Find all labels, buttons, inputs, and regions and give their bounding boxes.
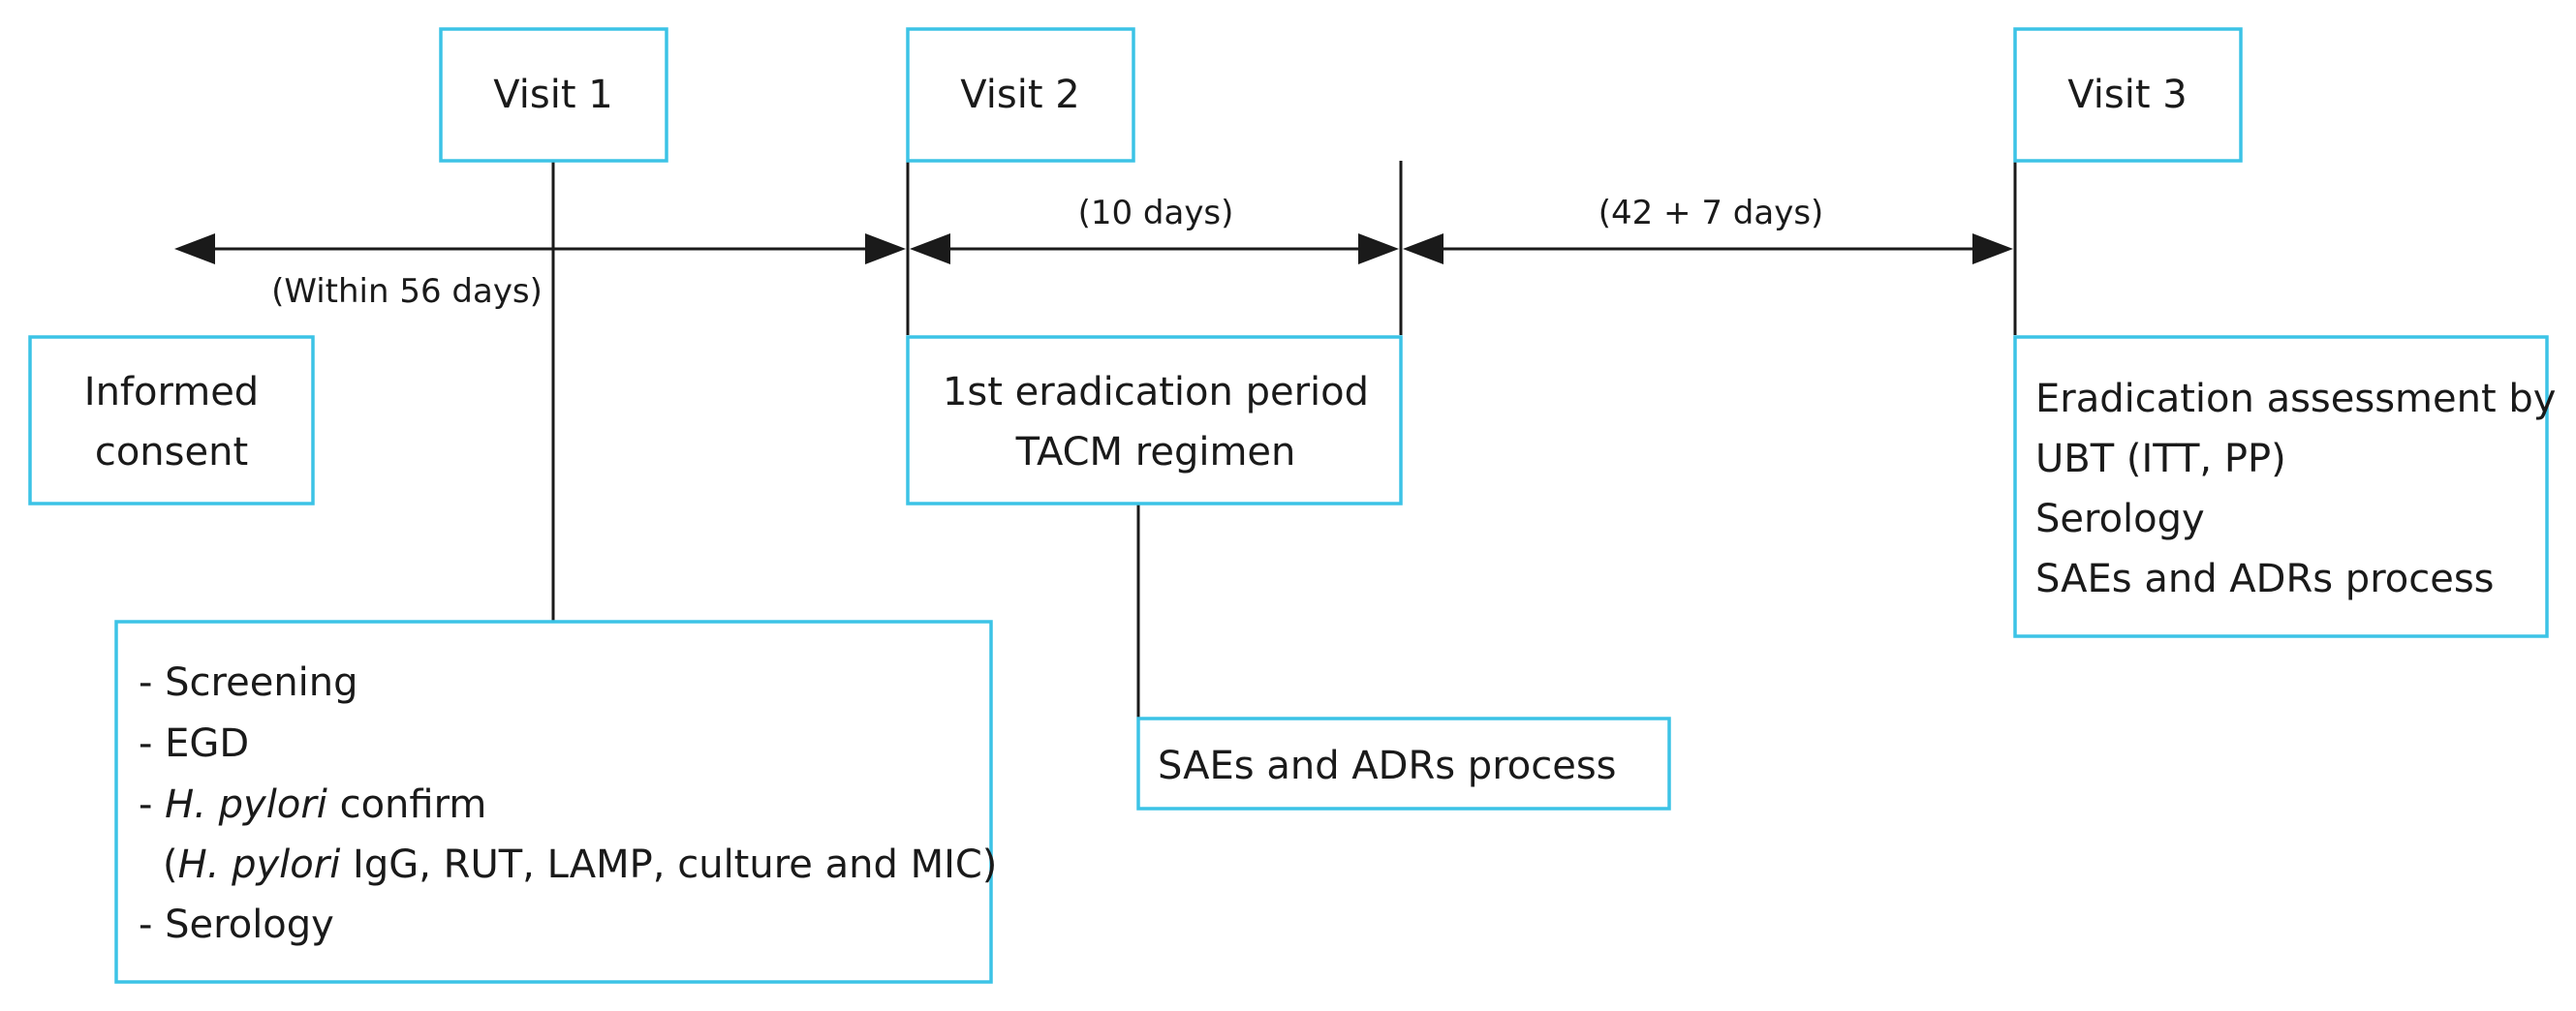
eradication-period-line-2: TACM regimen [1015,430,1296,475]
screening-box: - Screening - EGD - H. pylori confirm (H… [114,620,997,984]
assessment-box: Eradication assessment by UBT (ITT, PP) … [2013,335,2556,638]
assessment-line-4: SAEs and ADRs process [2035,557,2495,601]
arrow-right-head [1972,233,2013,264]
arrow-right-head [1358,233,1399,264]
visit-3-label: Visit 3 [2067,73,2187,117]
consent-line-1: Informed [84,370,259,414]
label-10-days: (10 days) [1078,194,1234,232]
arrow-42-7-days [1403,233,2013,264]
visit-3-box: Visit 3 [2013,27,2243,163]
screening-item-screening: - Screening [139,660,358,705]
sae-process-label: SAEs and ADRs process [1158,744,1617,788]
screening-item-tests: (H. pylori IgG, RUT, LAMP, culture and M… [163,842,997,887]
visit-1-box: Visit 1 [439,27,668,163]
screening-item-hpylori-confirm: - H. pylori confirm [139,782,486,827]
assessment-line-2: UBT (ITT, PP) [2035,437,2286,481]
arrow-left-head [1403,233,1443,264]
informed-consent-box: Informed consent [28,335,315,506]
arrow-right-head [865,233,906,264]
eradication-period-line-1: 1st eradication period [943,370,1369,414]
arrow-within-56-days [174,233,906,264]
screening-item-serology: - Serology [139,903,334,947]
visit-1-label: Visit 1 [493,73,612,117]
assessment-line-3: Serology [2035,497,2205,541]
eradication-period-box: 1st eradication period TACM regimen [906,335,1403,506]
label-within-56-days: (Within 56 days) [271,272,543,311]
arrow-10-days [910,233,1399,264]
screening-item-egd: - EGD [139,721,249,766]
arrow-left-head [910,233,950,264]
label-42-7-days: (42 + 7 days) [1598,194,1824,232]
visit-2-label: Visit 2 [960,73,1079,117]
consent-line-2: consent [95,430,248,475]
assessment-line-1: Eradication assessment by [2035,377,2556,421]
sae-process-box: SAEs and ADRs process [1136,717,1671,811]
visit-2-box: Visit 2 [906,27,1135,163]
arrow-left-head [174,233,215,264]
